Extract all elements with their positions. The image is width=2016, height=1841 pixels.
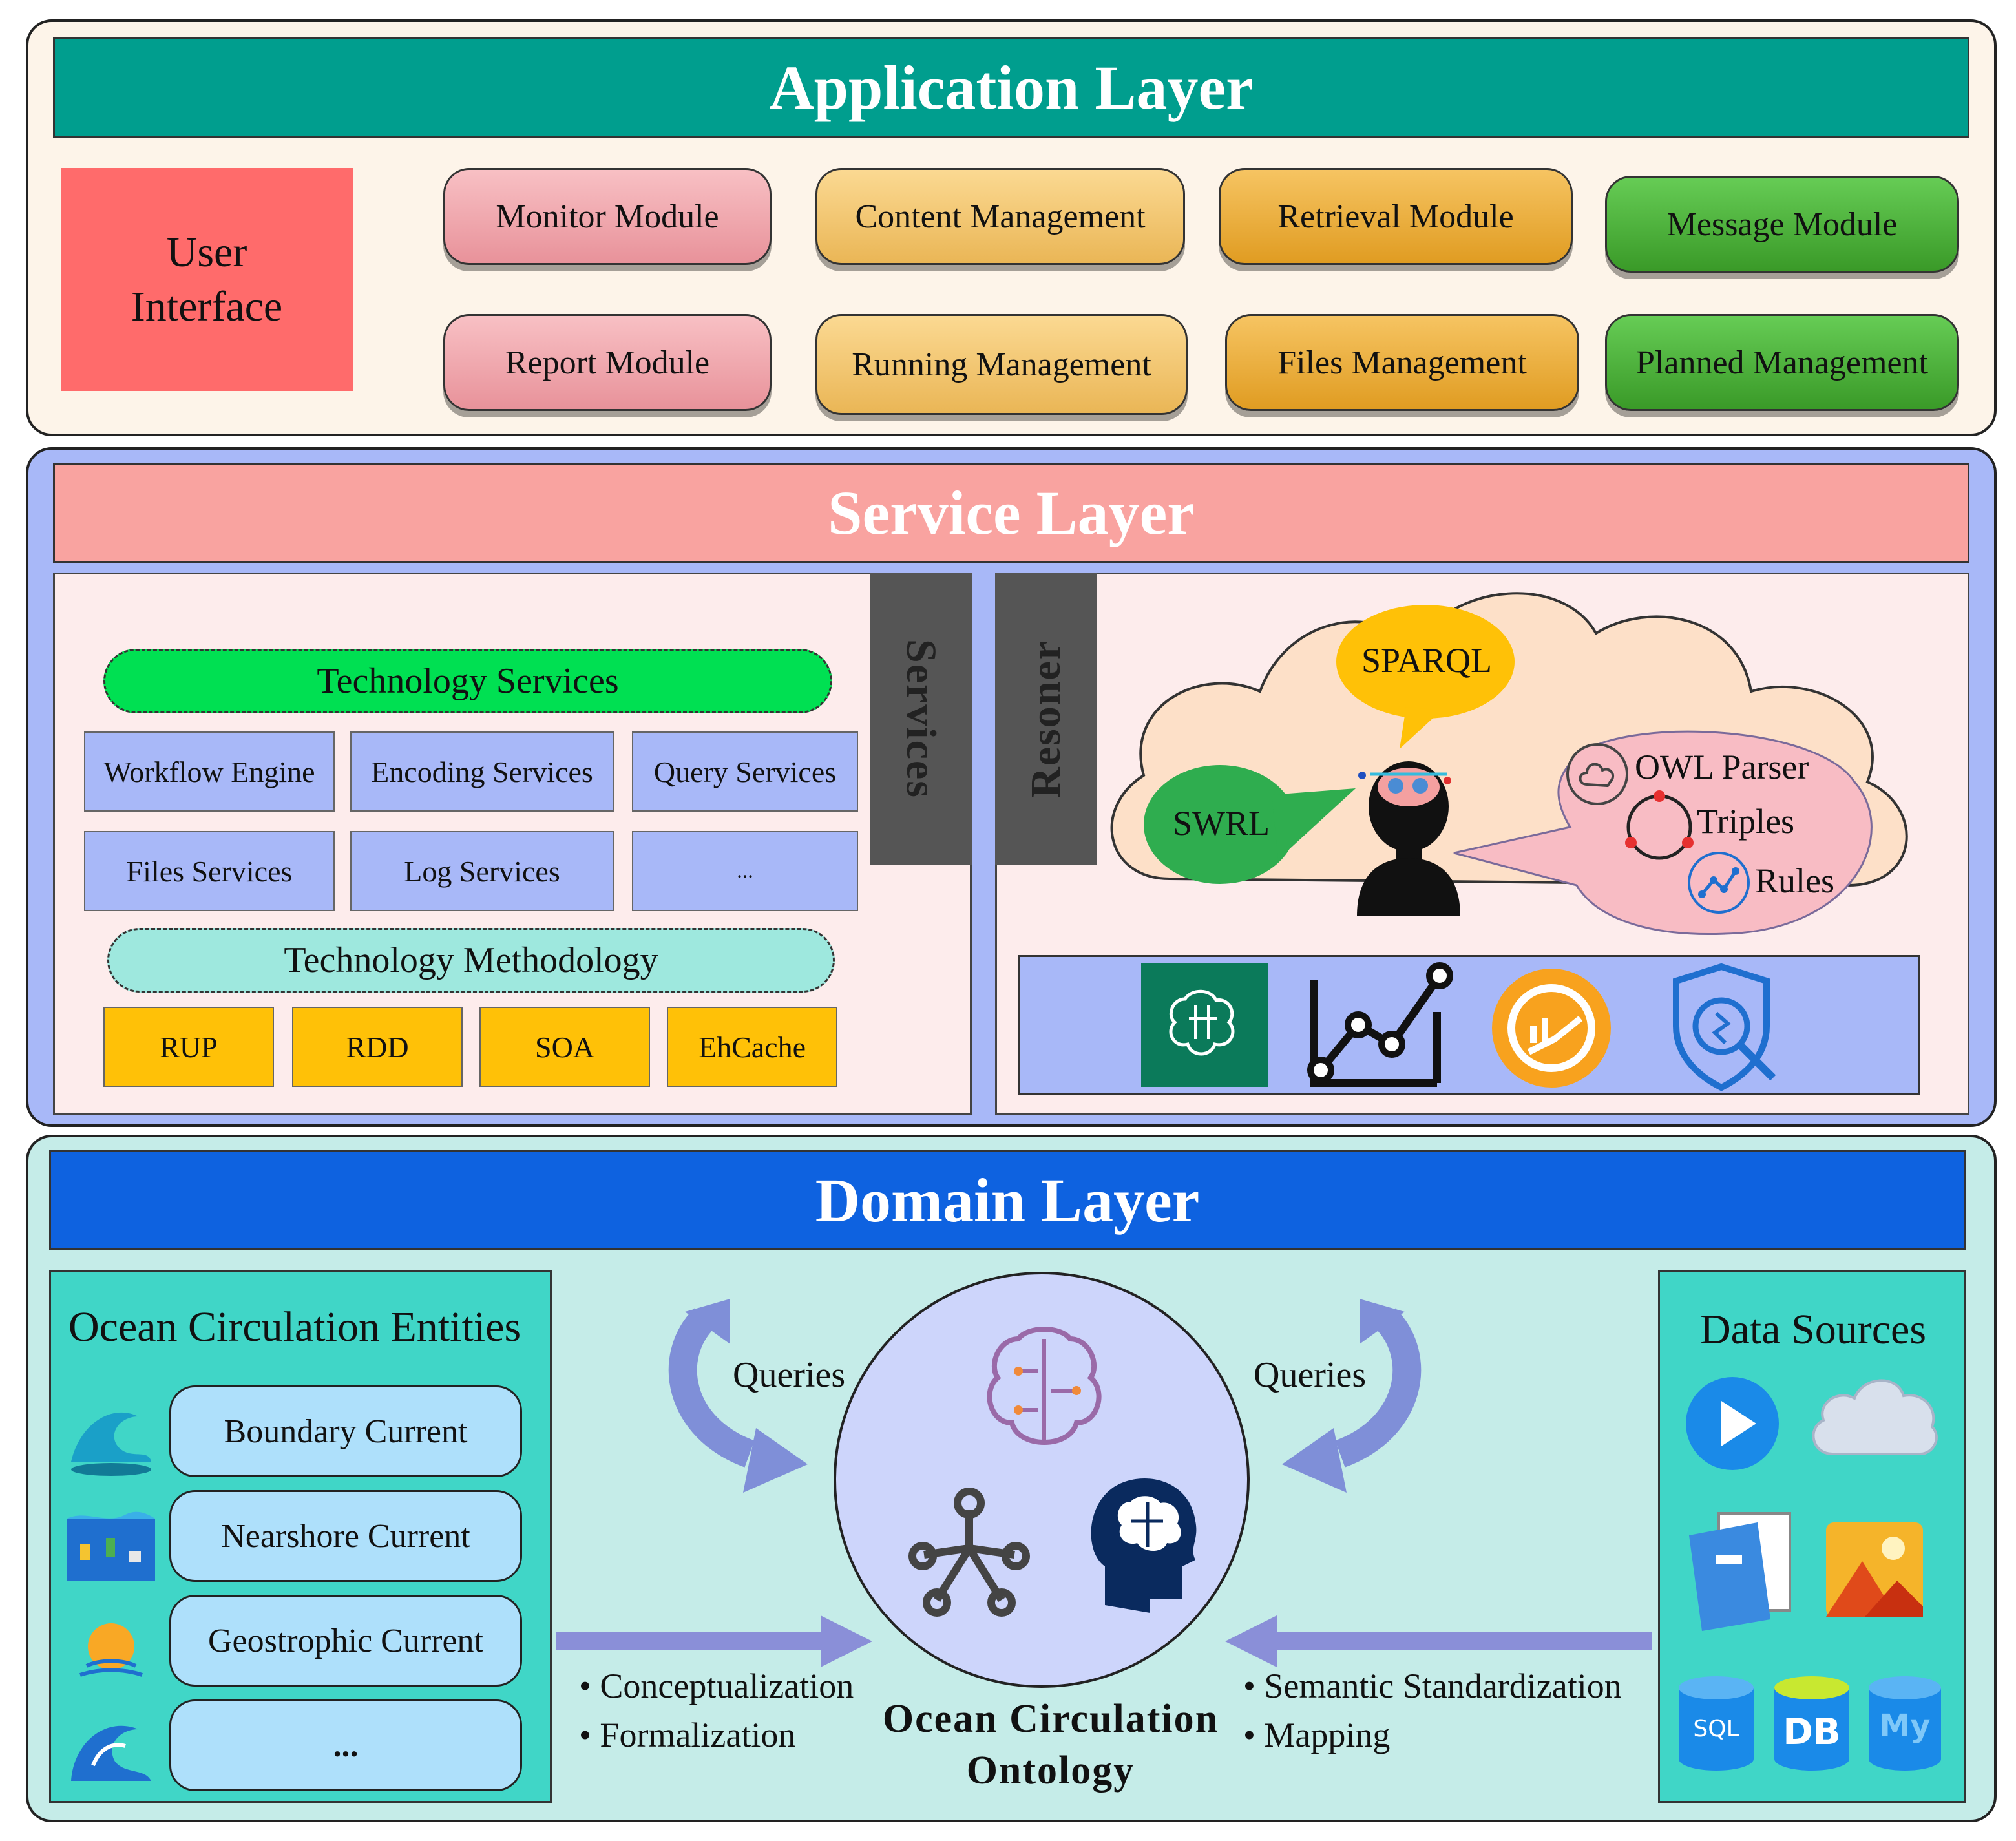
db-database-icon [1774,1676,1849,1771]
entity-more[interactable]: ... [169,1699,522,1791]
method-rup[interactable]: RUP [103,1007,274,1087]
security-search-icon[interactable] [1670,962,1786,1091]
mapping-arrow [1225,1615,1652,1667]
swrl-label: SWRL [1172,804,1270,843]
service-query[interactable]: Query Services [632,731,858,812]
swrl-bubble [1144,765,1356,884]
files-management[interactable]: Files Management [1225,314,1579,411]
bullet-mapping: • Mapping [1243,1716,1391,1754]
ai-head-icon [1091,1478,1197,1613]
planned-management[interactable]: Planned Management [1605,314,1959,411]
application-layer-title: Application Layer [53,37,1969,138]
running-management[interactable]: Running Management [815,314,1188,415]
big-wave-icon [71,1725,151,1781]
ontology-title-line2: Ontology [966,1748,1135,1793]
owl-bubble [1453,730,1873,936]
method-rdd[interactable]: RDD [292,1007,463,1087]
circuit-brain-icon [987,1327,1102,1445]
queries-arrow-left [668,1299,808,1493]
wave-icon [71,1412,151,1476]
ai-brain-icon[interactable] [1141,963,1268,1087]
queries-arrow-right [1282,1299,1422,1493]
message-module[interactable]: Message Module [1605,176,1959,273]
bullet-semantic-standardization: • Semantic Standardization [1243,1667,1622,1705]
ontology-title-line1: Ocean Circulation [882,1696,1219,1741]
service-workflow-engine[interactable]: Workflow Engine [84,731,335,812]
entity-nearshore-current[interactable]: Nearshore Current [169,1490,522,1582]
mysql-label: My [1879,1708,1931,1744]
entity-geostrophic-current[interactable]: Geostrophic Current [169,1595,522,1687]
service-layer-title: Service Layer [53,463,1969,563]
technology-services-header: Technology Services [103,649,832,713]
bullet-formalization: • Formalization [579,1716,796,1754]
user-interface-box[interactable]: User Interface [61,168,353,391]
report-module[interactable]: Report Module [443,314,772,411]
sql-database-icon [1679,1676,1754,1771]
cloud-icon [1812,1379,1938,1455]
ontology-circle [834,1272,1250,1688]
network-icon [908,1488,1030,1617]
queries-label-left: Queries [733,1355,846,1395]
method-ehcache[interactable]: EhCache [667,1007,837,1087]
content-management[interactable]: Content Management [815,168,1185,265]
trend-chart-icon[interactable] [1490,967,1613,1089]
sql-label: SQL [1693,1715,1739,1742]
data-sources-title: Data Sources [1699,1306,1927,1353]
technology-methodology-header: Technology Methodology [107,928,835,993]
domain-layer-title: Domain Layer [49,1150,1966,1250]
db-label: DB [1783,1710,1841,1753]
rules-label: Rules [1755,861,1835,900]
document-icon [1689,1512,1791,1631]
service-log[interactable]: Log Services [350,831,614,911]
ocean-pollution-icon [67,1511,155,1581]
owl-parser-label: OWL Parser [1635,748,1809,786]
triples-icon [1625,790,1694,860]
thinking-person-icon [1357,761,1460,916]
queries-label-right: Queries [1254,1355,1367,1395]
image-icon [1826,1522,1923,1617]
conceptualization-arrow [556,1615,872,1667]
entities-title: Ocean Circulation Entities [68,1303,521,1351]
owl-parser-icon [1566,743,1628,805]
service-encoding[interactable]: Encoding Services [350,731,614,812]
retrieval-module[interactable]: Retrieval Module [1219,168,1573,265]
sparql-label: SPARQL [1361,641,1493,680]
triples-label: Triples [1697,802,1795,841]
video-play-icon [1686,1377,1779,1470]
services-tab: Services [870,573,972,865]
sparql-bubble [1336,605,1515,749]
method-soa[interactable]: SOA [479,1007,650,1087]
sunset-sea-icon [79,1623,143,1677]
service-more[interactable]: ... [632,831,858,911]
reasoner-tab: Resoner [995,573,1097,865]
entity-boundary-current[interactable]: Boundary Current [169,1385,522,1477]
graph-analytics-icon[interactable] [1307,960,1454,1089]
mysql-database-icon [1869,1676,1941,1771]
bullet-conceptualization: • Conceptualization [579,1667,854,1705]
rules-icon [1688,852,1750,914]
service-files[interactable]: Files Services [84,831,335,911]
monitor-module[interactable]: Monitor Module [443,168,772,265]
